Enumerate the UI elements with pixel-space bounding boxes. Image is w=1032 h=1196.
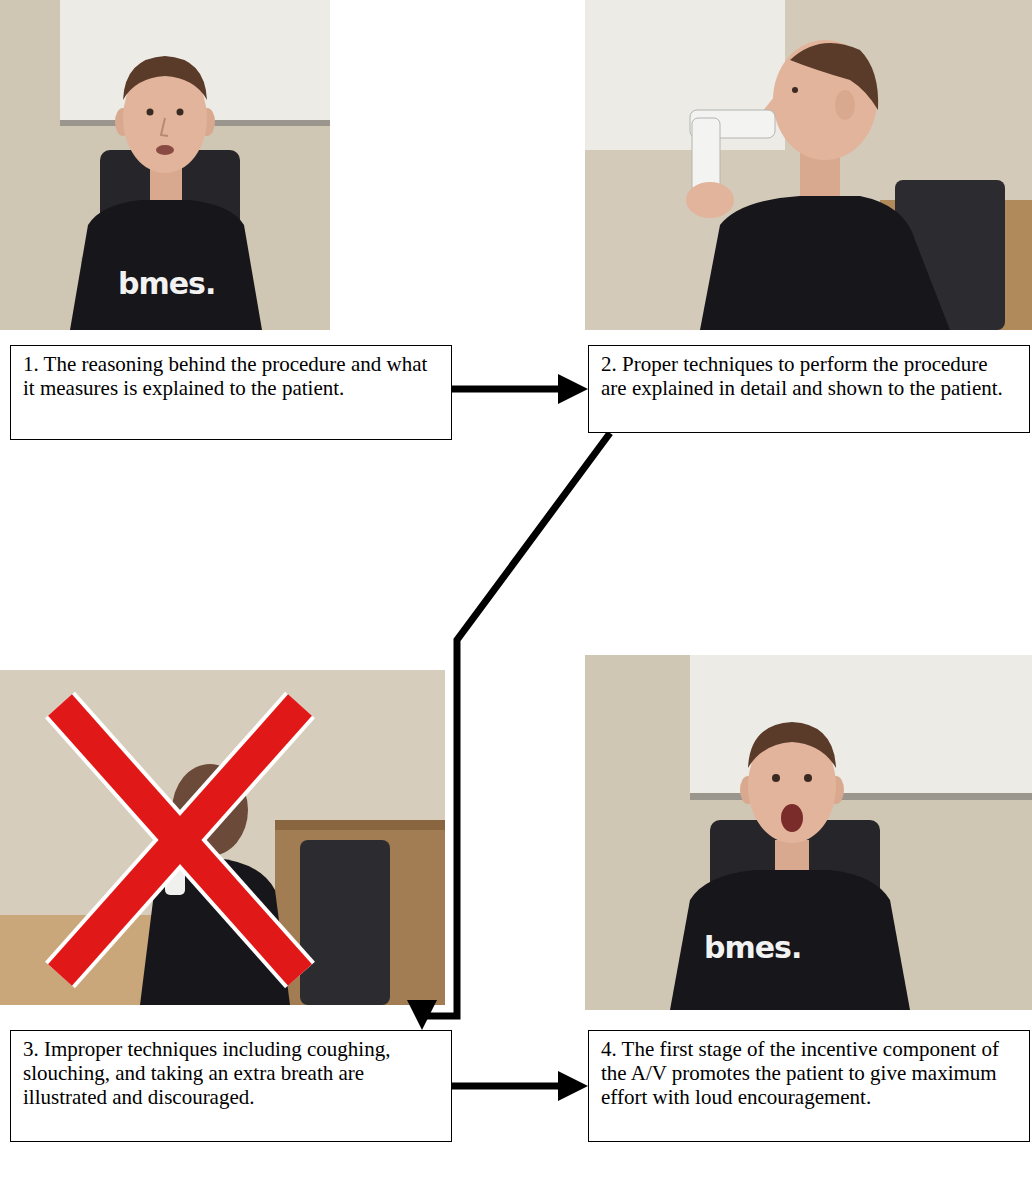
caption-text: 3. Improper techniques including coughin… [23,1037,439,1109]
photo-explain [0,0,330,330]
photo-demonstrate [585,0,1032,330]
flow-arrow [452,386,576,393]
photo-encourage [585,655,1032,1010]
caption-box: 1. The reasoning behind the procedure an… [10,345,452,440]
photo-improper [0,670,445,1005]
caption-box: 2. Proper techniques to perform the proc… [588,345,1030,433]
caption-text: 1. The reasoning behind the procedure an… [23,352,439,400]
shirt-print: bmes. [704,930,801,965]
caption-box: 4. The first stage of the incentive comp… [588,1030,1030,1142]
caption-text: 4. The first stage of the incentive comp… [601,1037,1017,1109]
caption-text: 2. Proper techniques to perform the proc… [601,352,1017,400]
flow-arrow [452,1083,576,1090]
flow-arrow [422,433,610,1018]
shirt-print: bmes. [118,266,215,301]
caption-box: 3. Improper techniques including coughin… [10,1030,452,1142]
